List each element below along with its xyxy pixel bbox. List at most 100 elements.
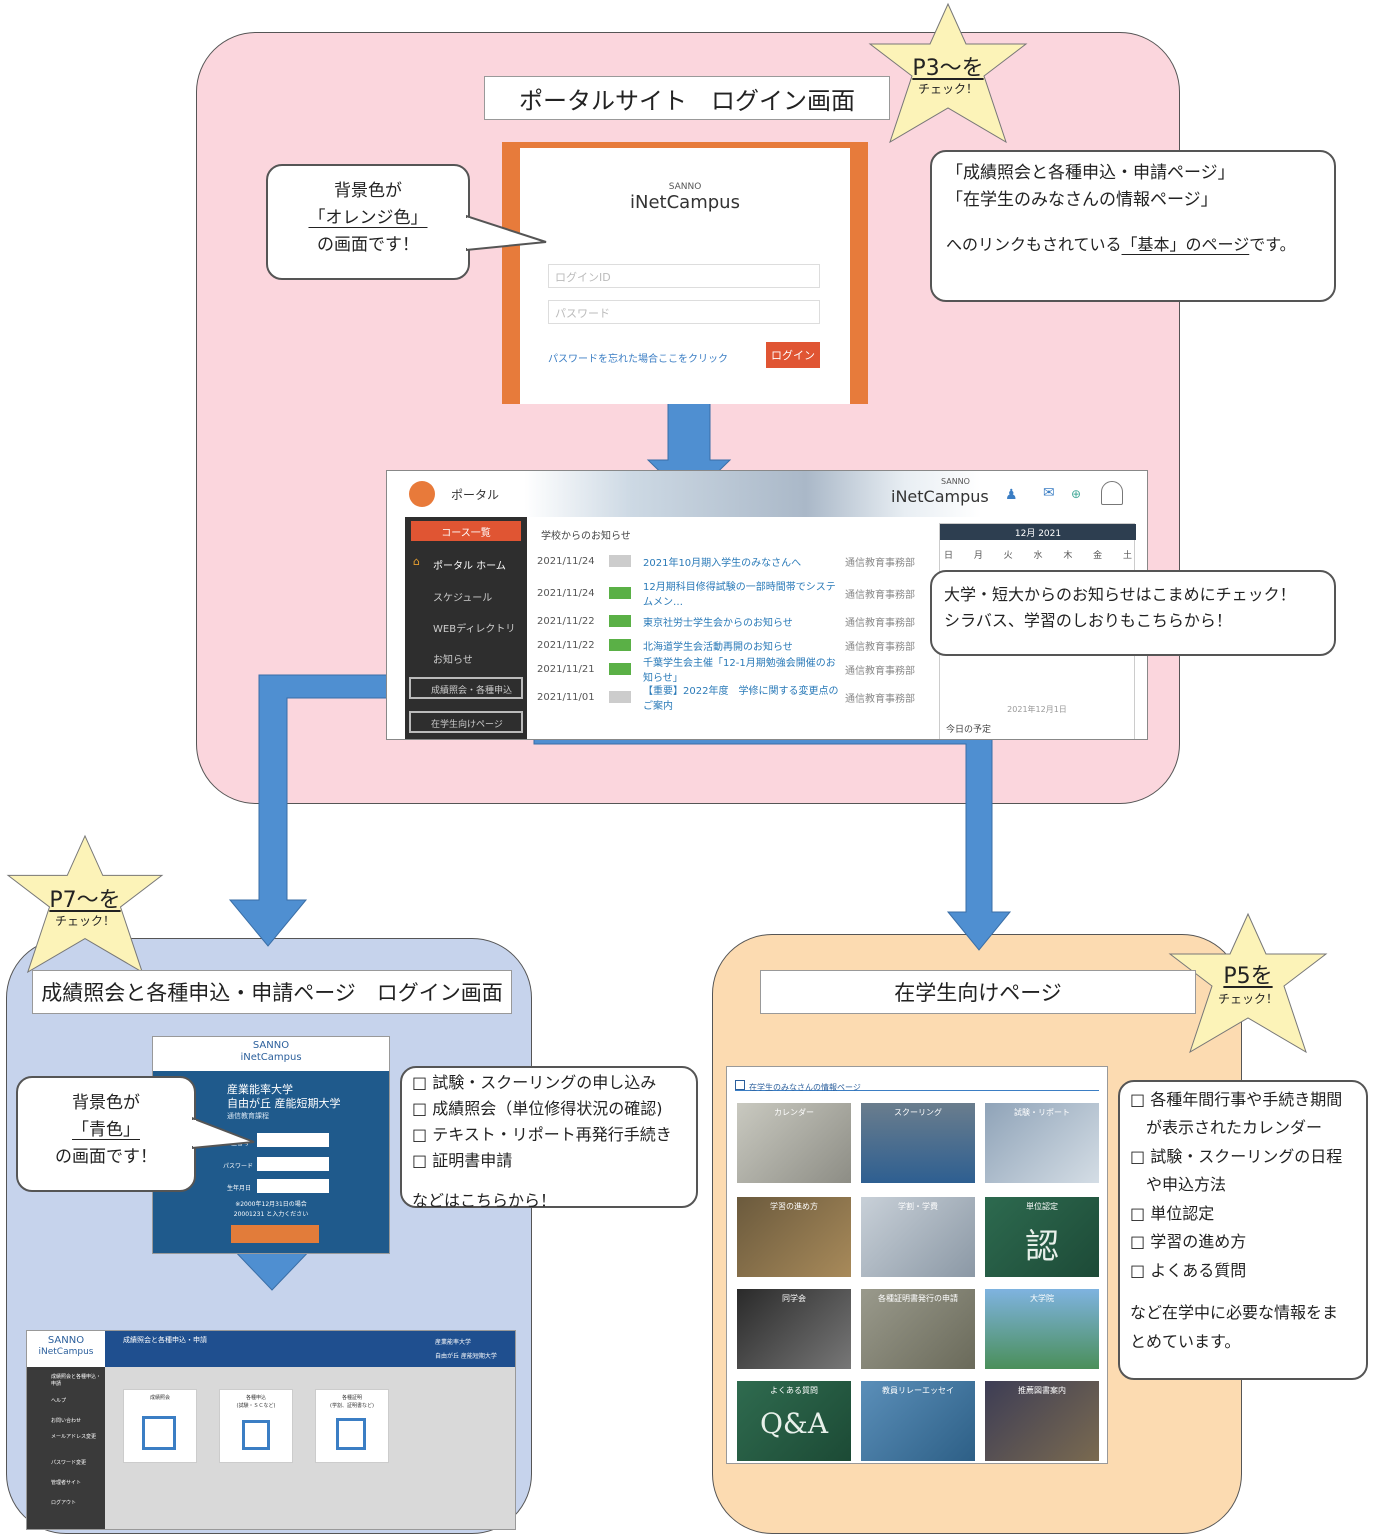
password-input[interactable]: パスワード <box>548 300 820 324</box>
course-list-button[interactable]: コース一覧 <box>411 521 521 541</box>
news-tag <box>609 691 631 703</box>
tile-certificate-request[interactable]: 各種証明書発行の申請 <box>861 1289 975 1369</box>
students-check-item: が表示されたカレンダー <box>1130 1118 1323 1138</box>
news-title[interactable]: 北海道学生会活動再開のお知らせ <box>643 641 793 653</box>
tile-label: 各種証明書発行の申請 <box>878 1294 958 1303</box>
weekday: 水 <box>1033 551 1043 561</box>
news-title[interactable]: 千葉学生会主催「12-1月期勉強会開催のお知らせ」 <box>643 658 836 684</box>
news-panel: 学校からのお知らせ 2021/11/24 2021年10月期入学生のみなさんへ … <box>537 521 925 739</box>
grades-card-label: 成績照会 <box>149 1395 170 1401</box>
arrow-portal-to-students <box>533 725 1012 951</box>
news-row[interactable]: 2021/11/01 【重要】2022年度 学修に関する変更点のご案内 通信教育… <box>537 683 925 712</box>
star-p7-big: P7〜を <box>49 888 121 913</box>
user-icon[interactable] <box>1101 481 1123 505</box>
links-callout-text-a: へのリンクもされている <box>946 235 1122 255</box>
news-title[interactable]: 【重要】2022年度 学修に関する変更点のご案内 <box>643 686 839 712</box>
news-row[interactable]: 2021/11/22 北海道学生会活動再開のお知らせ 通信教育事務部 <box>537 631 925 659</box>
news-title[interactable]: 東京社労士学生会からのお知らせ <box>643 617 793 629</box>
sidebar-item-notices[interactable]: お知らせ <box>433 655 473 666</box>
sidebar-item-portal-home[interactable]: ポータル ホーム <box>433 561 506 572</box>
menu-side-item[interactable]: ヘルプ <box>51 1398 67 1404</box>
birthdate-input[interactable] <box>257 1179 329 1193</box>
sidebar-item-schedule[interactable]: スケジュール <box>433 593 493 604</box>
notification-icon[interactable]: ♟ <box>1005 487 1018 503</box>
applications-card-label: 各種申込 <box>245 1395 266 1401</box>
news-row[interactable]: 2021/11/22 東京社労士学生会からのお知らせ 通信教育事務部 <box>537 607 925 635</box>
portal-menu-label[interactable]: ポータル <box>451 488 500 502</box>
blue-callout-tail <box>192 1116 255 1150</box>
grades-menu-sidebar: 成績照会と各種申込・申請 ヘルプ お問い合わせ メールアドレス変更 パスワード変… <box>27 1367 105 1529</box>
tile-credit[interactable]: 単位認定認 <box>985 1197 1099 1277</box>
blue-callout-line2: 「青色」 <box>72 1120 140 1141</box>
login-button[interactable]: ログイン <box>766 342 820 368</box>
grades-check-item: □ 成績照会（単位修得状況の確認) <box>412 1098 663 1118</box>
star-p3 <box>868 2 1028 144</box>
tile-fees[interactable]: 学割・学費 <box>861 1197 975 1277</box>
tile-books[interactable]: 推薦図書案内 <box>985 1381 1099 1461</box>
forgot-password-link[interactable]: パスワードを忘れた場合ここをクリック <box>548 354 728 365</box>
menu-side-item[interactable]: ログアウト <box>51 1500 77 1506</box>
sidebar-item-grades[interactable]: 成績照会・各種申込 <box>409 677 523 699</box>
sidebar-item-web-directory[interactable]: WEBディレクトリ <box>433 624 516 635</box>
tile-graduate-school[interactable]: 大学院 <box>985 1289 1099 1369</box>
birthdate-note-1: ※2000年12月31日の場合 <box>235 1201 307 1208</box>
message-icon[interactable]: ✉ <box>1043 485 1055 501</box>
login-id-input[interactable]: ログインID <box>548 264 820 288</box>
grades-menu-header: 成績照会と各種申込・申請 産業能率大学 自由が丘 産能短期大学 <box>105 1331 515 1367</box>
menu-side-item[interactable]: お問い合わせ <box>51 1418 82 1424</box>
menu-side-item[interactable]: メールアドレス変更 <box>51 1434 97 1440</box>
grades-check-item: □ 証明書申請 <box>412 1150 513 1170</box>
tile-label: 単位認定 <box>1026 1202 1058 1211</box>
news-date: 2021/11/24 <box>537 587 595 599</box>
grades-password-input[interactable] <box>257 1157 329 1171</box>
tile-label: 学割・学費 <box>898 1202 938 1211</box>
tile-label: 大学院 <box>1030 1294 1054 1303</box>
student-number-input[interactable] <box>257 1133 329 1147</box>
news-tag <box>609 587 631 599</box>
news-date: 2021/11/01 <box>537 691 595 703</box>
portal-brand-small: SANNO <box>941 477 970 486</box>
students-info-screenshot: 在学生のみなさんの情報ページ カレンダー スクーリング 試験・リポート 学習の進… <box>726 1066 1108 1464</box>
document-icon <box>242 1420 270 1450</box>
links-callout-line1: 「成績照会と各種申込・申請ページ」 <box>946 163 1235 183</box>
star-p5 <box>1168 912 1328 1054</box>
grades-menu-title: 成績照会と各種申込・申請 <box>123 1336 207 1344</box>
tile-alumni[interactable]: 同学会 <box>737 1289 851 1369</box>
menu-side-item[interactable]: 管理者サイト <box>51 1480 82 1486</box>
tile-calendar[interactable]: カレンダー <box>737 1103 851 1183</box>
grades-check-item: □ テキスト・リポート再発行手続き <box>412 1124 672 1144</box>
students-check-item: □ よくある質問 <box>1130 1260 1247 1280</box>
tile-essay[interactable]: 教員リレーエッセイ <box>861 1381 975 1461</box>
grades-card[interactable]: 成績照会 <box>123 1389 197 1463</box>
certificates-card[interactable]: 各種証明 (学割、証明書など) <box>315 1389 389 1463</box>
grades-login-button[interactable] <box>231 1225 319 1243</box>
menu-side-item[interactable]: 成績照会と各種申込・申請 <box>51 1374 102 1387</box>
students-check-item: □ 各種年間行事や手続き期間 <box>1130 1090 1343 1109</box>
tile-faq-text: Q&A <box>759 1407 829 1440</box>
news-title[interactable]: 12月期科目修得試験の一部時間帯でシステムメン… <box>643 582 836 608</box>
menu-side-item[interactable]: パスワード変更 <box>51 1460 87 1466</box>
students-title: 在学生向けページ <box>760 970 1196 1014</box>
tile-study-guide[interactable]: 学習の進め方 <box>737 1197 851 1277</box>
orange-callout-line3: の画面です！ <box>317 235 419 256</box>
grades-login-header: SANNO iNetCampus <box>153 1037 389 1071</box>
weekday: 月 <box>973 551 983 561</box>
news-row[interactable]: 2021/11/24 12月期科目修得試験の一部時間帯でシステムメン… 通信教育… <box>537 579 925 608</box>
tile-exam-report[interactable]: 試験・リポート <box>985 1103 1099 1183</box>
blue-callout-line1: 背景色が <box>72 1093 140 1113</box>
applications-card-sub: (試験・ＳＣなど) <box>236 1403 276 1409</box>
globe-icon[interactable]: ⊕ <box>1071 487 1082 501</box>
news-header: 学校からのお知らせ <box>541 531 631 542</box>
calendar-date: 2021年12月1日 <box>1007 705 1067 714</box>
birthdate-label: 生年月日 <box>227 1185 252 1192</box>
news-row[interactable]: 2021/11/24 2021年10月期入学生のみなさんへ 通信教育事務部 <box>537 547 925 575</box>
news-title[interactable]: 2021年10月期入学生のみなさんへ <box>643 557 802 569</box>
news-row[interactable]: 2021/11/21 千葉学生会主催「12-1月期勉強会開催のお知らせ」 通信教… <box>537 655 925 684</box>
tile-label: スクーリング <box>894 1108 942 1117</box>
grades-password-label: パスワード <box>223 1163 254 1170</box>
sidebar-item-students[interactable]: 在学生向けページ <box>409 711 523 733</box>
grid-check-icon <box>142 1416 176 1450</box>
applications-card[interactable]: 各種申込 (試験・ＳＣなど) <box>219 1389 293 1463</box>
tile-schooling[interactable]: スクーリング <box>861 1103 975 1183</box>
